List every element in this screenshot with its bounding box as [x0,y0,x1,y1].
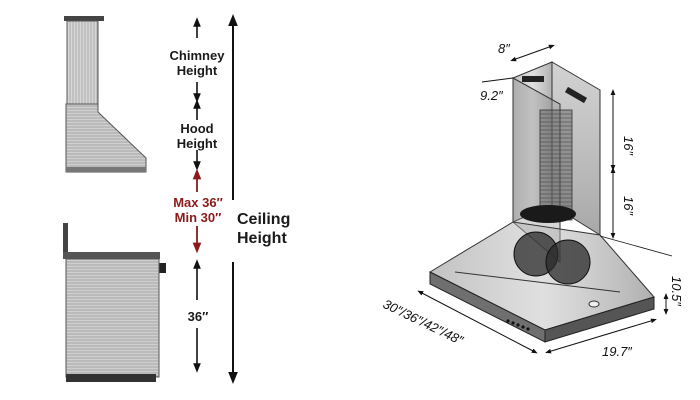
lower-chimney-label: 16″ [621,196,636,215]
upper-chimney-label: 16″ [621,136,636,155]
hood-widths-label: 30″/36″/42″/48″ [381,296,466,348]
hood-light [588,300,600,308]
height-arrows [192,14,238,384]
height-labels: Chimney Height Hood Height Max 36″ Min 3… [170,48,291,324]
blower-fan-right [545,239,591,285]
ceiling-height-label-1: Ceiling [237,211,290,228]
ceiling-height-label-2: Height [237,230,287,247]
depth-dimension-line [545,318,657,354]
blower-motor-top [520,205,576,223]
hood-depth-label: 19.7″ [602,344,632,359]
chimney-vent-left [522,76,544,82]
chimney-height-label-2: Height [177,63,218,78]
chimney-height-label-1: Chimney [170,48,226,63]
filter-line [454,271,621,293]
range-cooktop [63,252,160,259]
chimney-vent-right [564,86,588,104]
range-backguard [63,223,68,253]
depth-9-2-extension [481,77,514,83]
hood-bottom-edge [66,167,146,172]
isometric-dimensions [417,44,673,354]
exhaust-duct [539,109,573,221]
hood-height-extension [599,235,673,257]
hood-height-label: 10.5″ [669,276,684,306]
clearance-min-label: Min 30″ [175,210,222,225]
range-knob [159,263,166,273]
chimney-depth-label: 9.2″ [480,88,503,103]
hood-body [65,103,147,173]
side-view-range-hood [64,16,147,173]
hood-height-label-2: Height [177,136,218,151]
chimney-width-label: 8″ [498,41,510,56]
width-dimension-line [417,290,538,354]
chimney-cap [64,16,104,21]
hood-height-label-1: Hood [180,121,213,136]
clearance-max-label: Max 36″ [173,195,223,210]
counter-height-label: 36″ [188,309,209,324]
width-8-dimension-line [510,44,555,62]
isometric-range-hood [428,61,655,343]
chimney-section [66,20,99,105]
range-base [66,374,156,382]
side-view-range [63,223,166,382]
range-body [65,258,160,378]
